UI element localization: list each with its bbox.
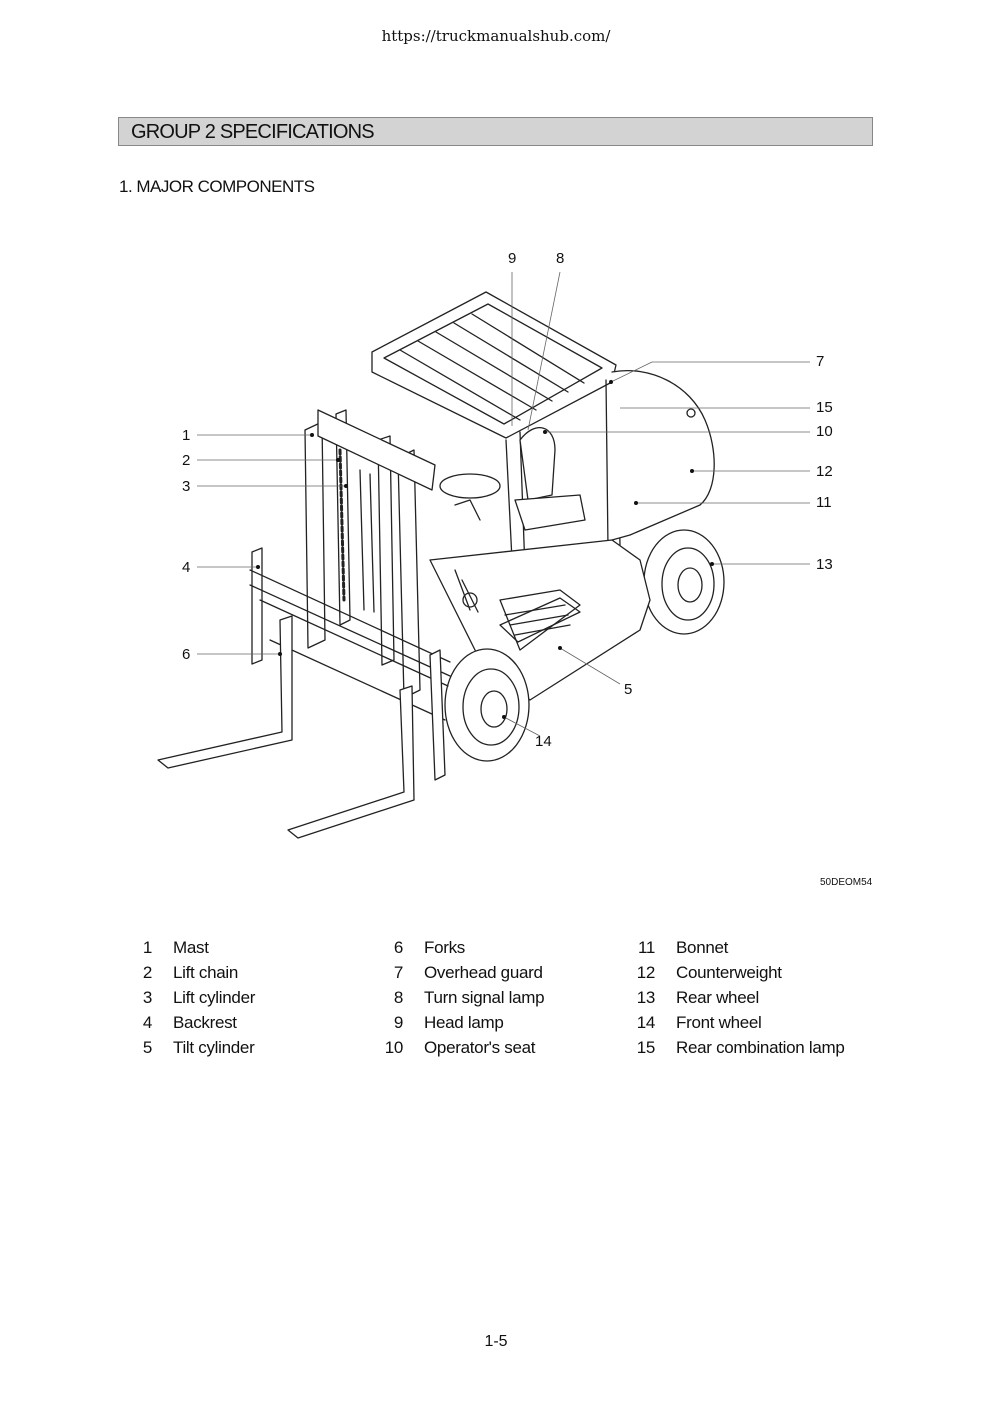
legend-label: Turn signal lamp [424,988,545,1007]
legend-label: Forks [424,938,466,957]
counterweight [611,370,715,541]
figure-code: 50DEOM54 [820,877,873,888]
legend-number: 14 [636,1013,656,1032]
legend-item: 12 Counterweight [619,963,845,988]
source-url[interactable]: https://truckmanualshub.com/ [381,27,611,45]
callout-2: 2 [182,452,191,469]
legend-number: 8 [393,988,403,1007]
legend-item: 15 Rear combination lamp [619,1038,845,1063]
callout-8: 8 [556,250,565,267]
mast-outer-left [304,421,326,649]
legend-label: Bonnet [676,938,729,957]
legend-number: 11 [637,938,655,957]
legend-number: 10 [384,1038,404,1057]
callout-15: 15 [816,399,833,416]
legend-number: 1 [142,938,152,957]
legend-label: Operator's seat [424,1038,536,1057]
group-title-bar: GROUP 2 SPECIFICATIONS [118,117,873,146]
fork-right [287,685,415,839]
legend-number: 5 [142,1038,152,1057]
legend-label: Tilt cylinder [173,1038,255,1057]
lift-chain [338,448,346,602]
legend-column-1: 1 Mast 2 Lift chain 3 Lift cylinder 4 Backre… [116,938,256,1063]
legend-column-2: 6 Forks 7 Overhead guard 8 Turn signal lamp… [367,938,545,1063]
backrest [249,547,451,721]
lift-cylinder [359,469,375,613]
callout-13: 13 [816,556,833,573]
legend-item: 3 Lift cylinder [116,988,256,1013]
legend-label: Rear combination lamp [676,1038,845,1057]
step [499,597,581,643]
legend-item: 7 Overhead guard [367,963,544,988]
legend-label: Overhead guard [424,963,543,982]
legend-item: 11 Bonnet [619,938,845,963]
legend-column-3: 11 Bonnet 12 Counterweight 13 Rear wheel 14… [619,938,845,1063]
legend-item: 13 Rear wheel [619,988,845,1013]
legend-item: 4 Backrest [116,1013,255,1038]
legend-label: Counterweight [676,963,782,982]
legend-number: 13 [636,988,656,1007]
overhead-guard-roof [371,291,617,439]
legend-item: 5 Tilt cylinder [116,1038,255,1063]
callout-3: 3 [182,478,191,495]
page-number: 1-5 [484,1333,508,1350]
legend-number: 9 [393,1013,403,1032]
legend-item: 2 Lift chain [116,963,255,988]
legend-number: 12 [636,963,656,982]
fork-left [157,615,293,769]
steering-wheel [439,473,501,499]
callout-10: 10 [816,423,833,440]
callout-11: 11 [816,494,832,511]
legend-number: 6 [393,938,403,957]
tilt-cylinder [454,569,479,613]
callout-7: 7 [816,353,825,370]
legend-item: 9 Head lamp [367,1013,544,1038]
callout-9: 9 [508,250,517,267]
legend-label: Head lamp [424,1013,504,1032]
legend-item: 8 Turn signal lamp [367,988,545,1013]
callout-14: 14 [535,733,552,750]
legend-label: Lift chain [173,963,239,982]
legend-item: 14 Front wheel [619,1013,845,1038]
legend-label: Lift cylinder [173,988,256,1007]
legend-item: 10 Operator's seat [367,1038,544,1063]
legend-label: Mast [173,938,209,957]
callout-12: 12 [816,463,833,480]
callout-4: 4 [182,559,191,576]
legend-label: Backrest [173,1013,237,1032]
legend-number: 4 [142,1013,152,1032]
legend-item: 6 Forks [367,938,544,963]
operators-seat [519,427,556,501]
callout-1: 1 [182,427,191,444]
group-title: GROUP 2 SPECIFICATIONS [131,121,375,143]
legend-label: Rear wheel [676,988,759,1007]
legend-item: 1 Mast [116,938,255,963]
section-title: 1. MAJOR COMPONENTS [119,177,315,196]
legend-number: 3 [142,988,152,1007]
legend-number: 15 [636,1038,656,1057]
legend-number: 2 [142,963,152,982]
rear-wheel [643,529,725,635]
forklift-diagram [157,271,810,839]
callout-5: 5 [624,681,633,698]
legend-label: Front wheel [676,1013,762,1032]
callout-6: 6 [182,646,191,663]
legend-number: 7 [393,963,403,982]
